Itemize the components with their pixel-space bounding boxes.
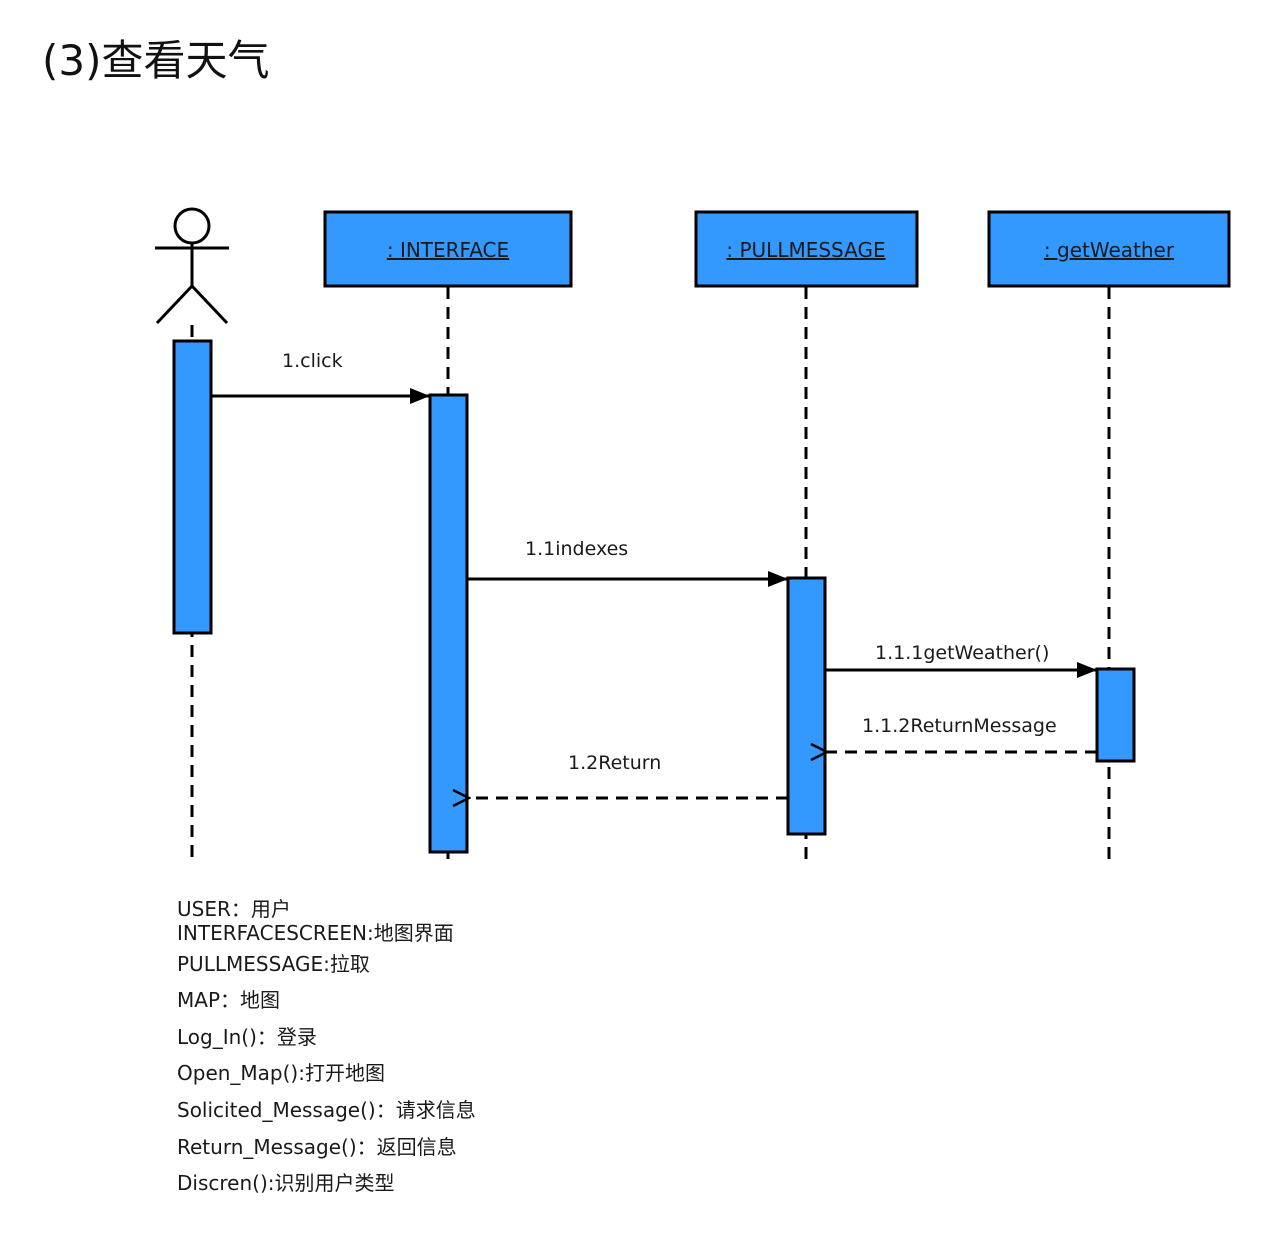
sequence-diagram: : INTERFACE : PULLMESSAGE : getWeather 1… — [155, 207, 1231, 866]
legend-item-discren: Discren():识别用户类型 — [177, 1171, 395, 1195]
legend-item-user: USER：用户 — [177, 897, 291, 921]
lifeline-label-interface: : INTERFACE — [387, 238, 509, 262]
lifeline-box-getweather: : getWeather — [987, 210, 1231, 288]
message-click: 1.click — [211, 350, 430, 404]
lifeline-box-pullmessage: : PULLMESSAGE — [694, 210, 919, 288]
message-returnmessage: 1.1.2ReturnMessage — [827, 715, 1097, 752]
legend-item-log-in: Log_In()：登录 — [177, 1025, 317, 1049]
page-title: (3)查看天气 — [42, 36, 270, 85]
activation-pullmessage — [786, 576, 827, 836]
activation-getweather — [1095, 667, 1136, 763]
actor-right-leg — [190, 284, 229, 325]
message-return: 1.2Return — [469, 752, 788, 798]
lifeline-box-interface: : INTERFACE — [323, 210, 573, 288]
message-returnmessage-label: 1.1.2ReturnMessage — [862, 715, 1057, 737]
activation-user — [172, 339, 213, 635]
lifeline-label-pullmessage: : PULLMESSAGE — [726, 238, 885, 262]
message-getweather: 1.1.1getWeather() — [825, 642, 1097, 678]
user-actor — [155, 207, 229, 325]
legend-item-map: MAP：地图 — [177, 988, 280, 1012]
activation-interface — [428, 393, 469, 854]
legend-item-open-map: Open_Map():打开地图 — [177, 1061, 385, 1085]
legend-item-return-message: Return_Message()：返回信息 — [177, 1135, 457, 1159]
message-indexes-label: 1.1indexes — [525, 538, 628, 560]
legend-item-solicited-message: Solicited_Message()：请求信息 — [177, 1098, 476, 1122]
legend-item-interfacescreen: INTERFACESCREEN:地图界面 — [177, 921, 454, 945]
message-click-label: 1.click — [282, 350, 343, 372]
message-indexes: 1.1indexes — [467, 538, 788, 587]
actor-head — [173, 207, 211, 245]
message-return-label: 1.2Return — [568, 752, 661, 774]
message-getweather-label: 1.1.1getWeather() — [875, 642, 1049, 664]
lifeline-label-getweather: : getWeather — [1044, 238, 1175, 262]
legend-item-pullmessage: PULLMESSAGE:拉取 — [177, 952, 370, 976]
actor-left-leg — [155, 284, 194, 325]
